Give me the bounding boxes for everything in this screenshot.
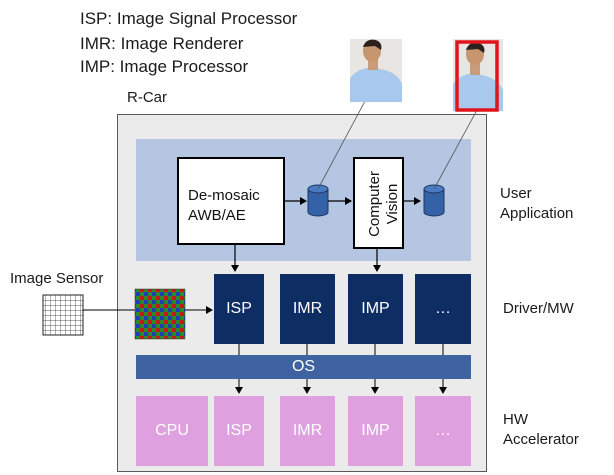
driver-ellipsis: … [415,274,471,344]
demosaic-label: De-mosaic AWB/AE [188,186,260,226]
leader-line-original-photo [317,87,373,190]
driver-imp: IMP [348,274,403,344]
driver-imr: IMR [280,274,335,344]
user-label-line2: Application [500,205,574,222]
detection-bounding-box [455,40,499,112]
hw-ellipsis: … [415,396,471,466]
hw-isp: ISP [214,396,264,466]
soc-label: R-Car [127,89,167,106]
computer-vision-label-line: Computer [366,171,383,237]
hw-cpu: CPU [136,396,208,466]
storage-cylinder-icon [307,184,329,217]
legend-imr: IMR: Image Renderer [80,34,244,53]
computer-vision-box [353,157,404,249]
user-label-line1: User [500,185,532,202]
layer-label-driver: Driver/MW [503,300,574,317]
demosaic-line2: AWB/AE [188,207,246,224]
leader-line-detected-photo [433,109,478,190]
image-sensor-grid [42,294,84,336]
bayer-pattern [134,288,186,340]
person-photo-original [350,39,402,102]
layer-label-hw: HW Accelerator [503,410,579,450]
hw-label-line1: HW [503,411,528,428]
demosaic-line1: De-mosaic [188,187,260,204]
driver-isp: ISP [214,274,264,344]
image-sensor-label: Image Sensor [10,270,104,287]
os-bar: OS [136,355,471,379]
hw-label-line2: Accelerator [503,431,579,448]
legend-imp: IMP: Image Processor [80,57,249,76]
legend-isp: ISP: Image Signal Processor [80,9,298,28]
computer-vision-label-line: Vision [384,184,401,225]
person-photo-detected [453,39,503,112]
computer-vision-label: ComputerVision [366,171,401,237]
demosaic-box: De-mosaic AWB/AE [177,157,285,245]
driver-to-hw-arrows [235,344,447,394]
storage-cylinder-icon [423,184,445,217]
layer-label-user-application: User Application [500,184,573,224]
hw-imp: IMP [348,396,403,466]
hw-imr: IMR [280,396,335,466]
